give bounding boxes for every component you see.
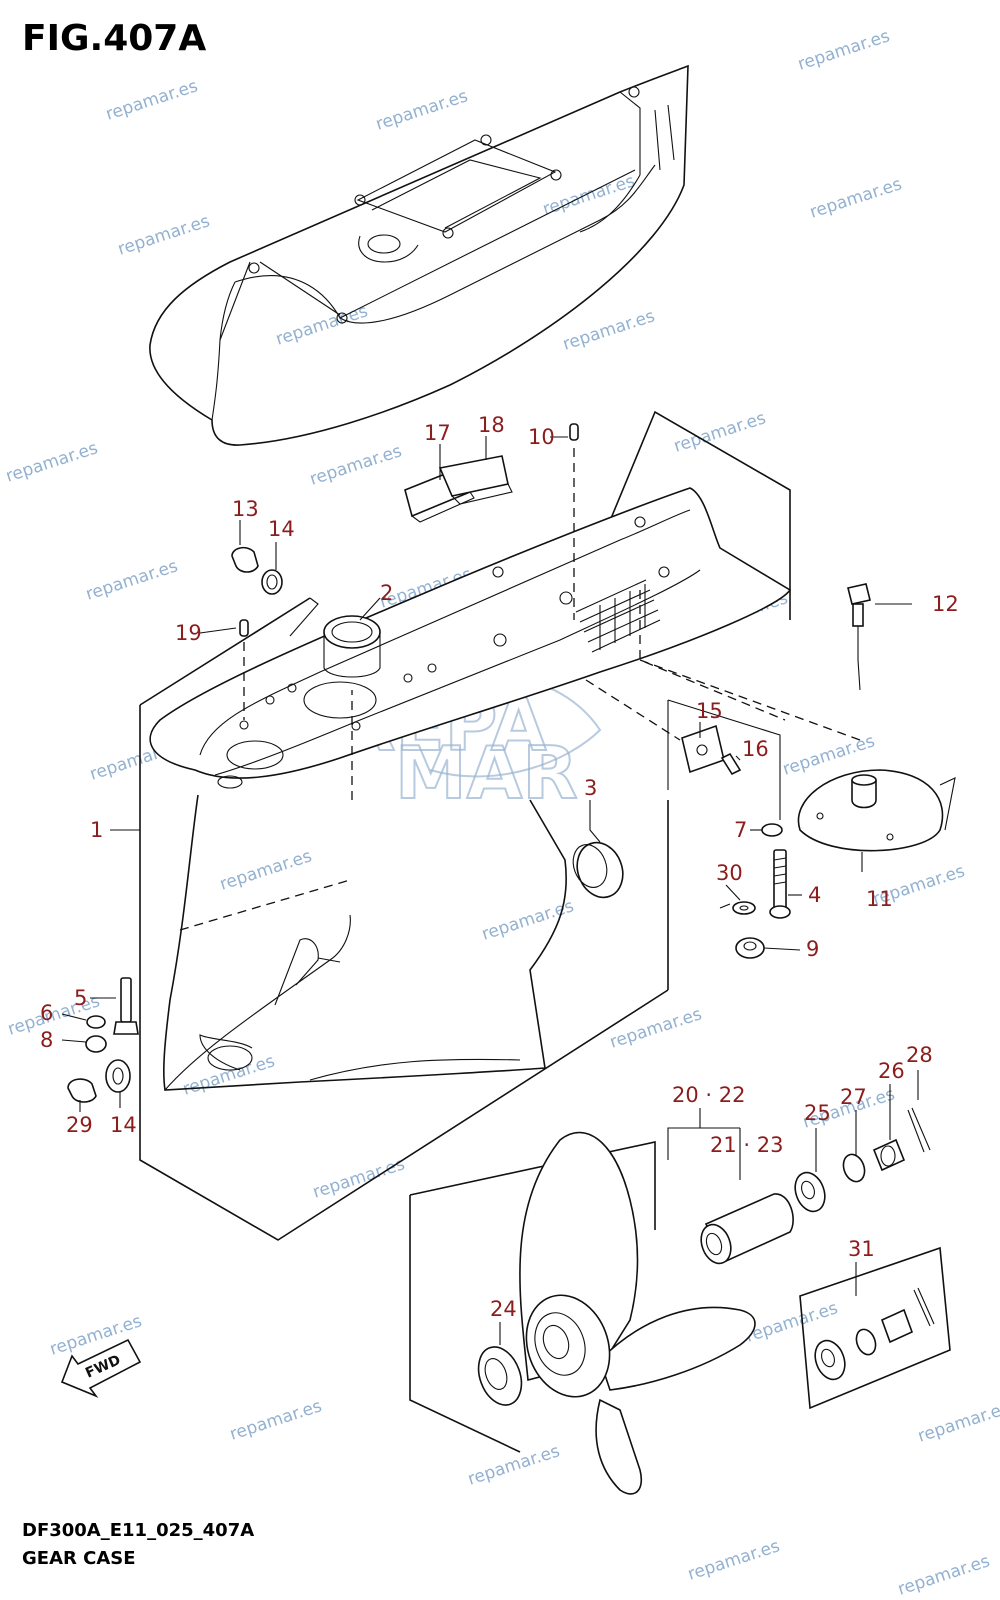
figure-name: GEAR CASE: [22, 1548, 136, 1569]
propeller-nut-part-26: [872, 1138, 906, 1172]
callout-31: 31: [848, 1237, 875, 1261]
seal-part-3: [572, 841, 624, 899]
callout-10: 10: [528, 425, 555, 449]
washer-part-7: [761, 823, 783, 837]
callout-14-lower: 14: [110, 1113, 137, 1137]
cotter-pin-part-28: [907, 1107, 931, 1153]
anode-part-15: [681, 724, 725, 774]
callout-29: 29: [66, 1113, 93, 1137]
watermark-text: repamar.es: [915, 1398, 1000, 1447]
nut-part-9: [735, 937, 765, 959]
gasket-part-14-upper: [261, 569, 283, 595]
washer-part-27: [842, 1153, 866, 1183]
dowel-pin-part-10: [569, 423, 579, 620]
propeller-part-20-22: [409, 1131, 756, 1495]
nut-kit-part-31: [799, 1246, 951, 1410]
nut-part-8: [85, 1035, 107, 1053]
figure-code: DF300A_E11_025_407A: [22, 1520, 255, 1541]
callout-12: 12: [932, 592, 959, 616]
callout-25: 25: [804, 1101, 831, 1125]
callout-4: 4: [808, 883, 821, 907]
washer-part-30: [732, 901, 756, 915]
watermark-text: repamar.es: [743, 1298, 840, 1347]
callout-26: 26: [878, 1059, 905, 1083]
callout-17: 17: [424, 421, 451, 445]
watermark-text: repamar.es: [540, 171, 637, 220]
watermark-text: repamar.es: [310, 1154, 407, 1203]
bolt-part-5: [113, 977, 139, 1035]
watermark-text: repamar.es: [807, 174, 904, 223]
callout-19: 19: [175, 621, 202, 645]
watermark-text: repamar.es: [607, 1004, 704, 1053]
callout-labels: 1 2 3 4 5 6 7 8 9 10 11 12 13 14 14 15 1…: [40, 413, 959, 1321]
drain-plug-part-13: [231, 546, 259, 573]
trim-tab-part-11: [797, 769, 956, 852]
thrust-washer-part-25: [794, 1171, 826, 1213]
watermark-text: repamar.es: [3, 438, 100, 487]
callout-30: 30: [716, 861, 743, 885]
callout-18: 18: [478, 413, 505, 437]
watermark-text: repamar.es: [560, 306, 657, 355]
anode-part-18: [438, 455, 513, 505]
dowel-pin-part-19: [239, 619, 249, 720]
callout-16: 16: [742, 737, 769, 761]
stud-part-4: [769, 849, 791, 919]
bushing-part-21-23: [700, 1193, 794, 1265]
callout-14-upper: 14: [268, 517, 295, 541]
watermark-text: repamar.es: [373, 86, 470, 135]
callout-7: 7: [734, 818, 747, 842]
watermark-text: repamar.es: [895, 1551, 992, 1600]
spacer-part-24: [477, 1346, 523, 1406]
figure-title: FIG.407A: [22, 18, 207, 59]
callout-11: 11: [866, 887, 893, 911]
watermark-text: repamar.es: [685, 1536, 782, 1585]
watermark-text: repamar.es: [479, 896, 576, 945]
callout-20-22: 20 · 22: [672, 1083, 745, 1107]
callout-6: 6: [40, 1001, 53, 1025]
watermark-text: repamar.es: [217, 846, 314, 895]
callout-21-23: 21 · 23: [710, 1133, 783, 1157]
svg-text:MAR: MAR: [395, 731, 578, 815]
washer-part-6: [86, 1015, 106, 1029]
callout-28: 28: [906, 1043, 933, 1067]
watermark-text: repamar.es: [307, 441, 404, 490]
watermark-text: repamar.es: [273, 301, 370, 350]
watermark-text: repamar.es: [227, 1396, 324, 1445]
watermark-text: repamar.es: [180, 1051, 277, 1100]
callout-5: 5: [74, 986, 87, 1010]
callout-15: 15: [696, 699, 723, 723]
callout-9: 9: [806, 937, 819, 961]
bolt-part-12: [847, 583, 871, 660]
callout-1: 1: [90, 818, 103, 842]
callout-2: 2: [380, 581, 393, 605]
driveshaft-housing-part-2: [323, 615, 381, 678]
callout-13: 13: [232, 497, 259, 521]
water-intake-grille: [575, 579, 661, 653]
leader-lines: [61, 436, 919, 1345]
watermark-text: repamar.es: [103, 76, 200, 125]
watermark-text: repamar.es: [115, 211, 212, 260]
gear-case-housing: [139, 410, 792, 1241]
watermark-text: repamar.es: [83, 556, 180, 605]
gasket-part-14-lower: [105, 1059, 131, 1093]
screw-part-16: [720, 752, 742, 776]
callout-24: 24: [490, 1297, 517, 1321]
watermark-text: repamar.es: [5, 991, 102, 1040]
callout-8: 8: [40, 1028, 53, 1052]
watermark-text: repamar.es: [795, 26, 892, 75]
drain-plug-part-29: [67, 1078, 97, 1103]
callout-3: 3: [584, 776, 597, 800]
gear-case-top-cover: [149, 64, 689, 446]
callout-27: 27: [840, 1085, 867, 1109]
